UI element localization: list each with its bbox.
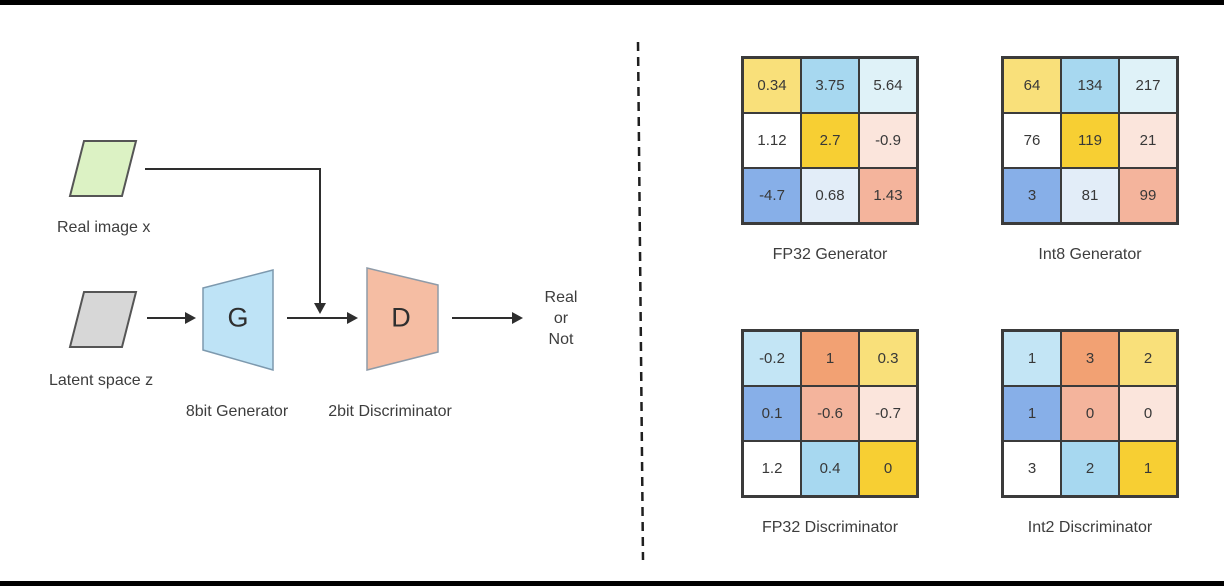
matrix-cell: 81 [1061, 168, 1119, 223]
matrix-cell: -4.7 [743, 168, 801, 223]
real-image-shape [68, 140, 138, 197]
matrix-cell: -0.2 [743, 331, 801, 386]
discriminator-letter: D [391, 302, 411, 333]
output-label: Real or Not [545, 287, 578, 350]
real-image-label: Real image x [57, 219, 151, 236]
latent-arrowhead-icon [185, 312, 196, 324]
matrix-cell: 1 [1003, 386, 1061, 441]
matrix-cell: 0.1 [743, 386, 801, 441]
matrix-cell: 119 [1061, 113, 1119, 168]
matrix-cell: 134 [1061, 58, 1119, 113]
matrix-cell: -0.7 [859, 386, 917, 441]
output-line-not: Not [548, 331, 574, 348]
generator-letter: G [227, 302, 249, 333]
matrix-cell: 3 [1003, 168, 1061, 223]
output-arrowhead-icon [512, 312, 523, 324]
matrix-cell: 1 [801, 331, 859, 386]
divider-dashed-line [636, 41, 645, 561]
matrix-cell: 3 [1003, 441, 1061, 496]
output-line-or: or [553, 310, 569, 327]
matrix-cell: -0.9 [859, 113, 917, 168]
matrix-cell: 0.68 [801, 168, 859, 223]
matrix-cell: 1.12 [743, 113, 801, 168]
matrix-cell: 99 [1119, 168, 1177, 223]
matrix-cell: 0.3 [859, 331, 917, 386]
discriminator-caption: 2bit Discriminator [328, 403, 452, 420]
discriminator-shape [366, 267, 439, 371]
matrix-cell: 64 [1003, 58, 1061, 113]
latent-space-shape [68, 291, 138, 348]
matrix-cell: 2 [1061, 441, 1119, 496]
matrix-cell: 76 [1003, 113, 1061, 168]
matrix-cell: 1.2 [743, 441, 801, 496]
matrix-cell: 5.64 [859, 58, 917, 113]
matrix-cell: 2 [1119, 331, 1177, 386]
generator-caption: 8bit Generator [185, 403, 289, 420]
matrix-cell: 1 [1003, 331, 1061, 386]
latent-space-label: Latent space z [49, 372, 154, 389]
top-border-bar [0, 0, 1224, 5]
down-arrowhead-icon [314, 303, 326, 314]
matrix-caption: FP32 Discriminator [761, 519, 899, 536]
real-image-to-discriminator-line [145, 168, 321, 304]
bottom-border-bar [0, 581, 1224, 586]
matrix-cell: 2.7 [801, 113, 859, 168]
matrix-cell: 0 [1119, 386, 1177, 441]
matrix-cell: 0 [1061, 386, 1119, 441]
matrix-cell: 217 [1119, 58, 1177, 113]
matrix-cell: 0.34 [743, 58, 801, 113]
matrix-caption: Int8 Generator [1038, 246, 1142, 263]
generator-shape [202, 269, 274, 371]
matrix-cell: 1.43 [859, 168, 917, 223]
matrix-cell: 3 [1061, 331, 1119, 386]
matrix-cell: 0.4 [801, 441, 859, 496]
output-line-real: Real [544, 289, 578, 306]
matrix-caption: Int2 Discriminator [1027, 519, 1153, 536]
matrix-cell: 3.75 [801, 58, 859, 113]
matrix-cell: -0.6 [801, 386, 859, 441]
matrix-cell: 21 [1119, 113, 1177, 168]
generator-arrowhead-icon [347, 312, 358, 324]
matrix-caption: FP32 Generator [772, 246, 888, 263]
matrix-cell: 0 [859, 441, 917, 496]
matrix-cell: 1 [1119, 441, 1177, 496]
